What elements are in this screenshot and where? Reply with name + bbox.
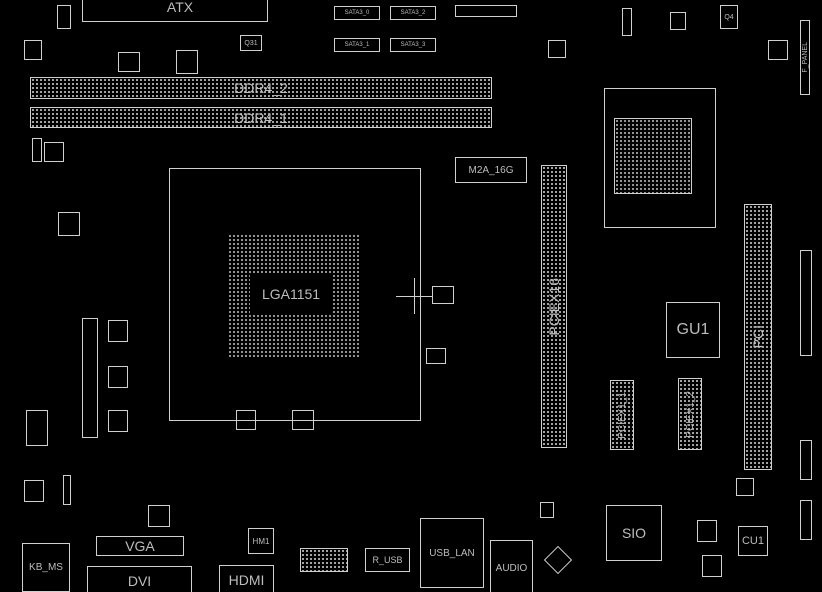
- pci-slot[interactable]: PCI: [744, 204, 772, 470]
- sata3-0-connector[interactable]: SATA3_0: [334, 6, 380, 20]
- header[interactable]: [800, 250, 812, 356]
- f-panel-label: F_PANEL: [801, 42, 809, 73]
- component[interactable]: [118, 52, 140, 72]
- pciex16-slot[interactable]: PCIEX16: [541, 165, 567, 448]
- atx-connector[interactable]: [82, 0, 268, 22]
- component[interactable]: [108, 320, 128, 342]
- pciex1-2-slot[interactable]: PCIEX1_2: [678, 378, 702, 450]
- audio-port[interactable]: AUDIO: [490, 540, 533, 592]
- sata3-2-connector[interactable]: SATA3_2: [390, 6, 436, 20]
- q31-chip[interactable]: Q31: [240, 35, 262, 51]
- component[interactable]: [58, 212, 80, 236]
- component[interactable]: [26, 410, 48, 446]
- sio-chip[interactable]: SIO: [606, 505, 662, 561]
- component[interactable]: [426, 348, 446, 364]
- usb-lan-port[interactable]: USB_LAN: [420, 518, 484, 588]
- pciex1-2-label: PCIEX1_2: [684, 390, 696, 438]
- pci-label: PCI: [750, 325, 766, 349]
- ddr4-1-slot[interactable]: DDR4_1: [30, 107, 492, 128]
- component[interactable]: [300, 548, 348, 572]
- cu1-chip[interactable]: CU1: [738, 526, 768, 556]
- component[interactable]: [108, 366, 128, 388]
- component[interactable]: [148, 505, 170, 527]
- component[interactable]: [702, 555, 722, 577]
- dvi-port[interactable]: DVI: [87, 566, 192, 592]
- component[interactable]: [82, 318, 98, 438]
- atx-label: ATX: [166, 0, 194, 15]
- kb-ms-port[interactable]: KB_MS: [22, 543, 70, 592]
- component[interactable]: [44, 142, 64, 162]
- pciex16-label: PCIEX16: [546, 277, 562, 336]
- gu1-chip[interactable]: GU1: [666, 302, 720, 358]
- vga-port[interactable]: VGA: [96, 536, 184, 556]
- component[interactable]: [455, 5, 517, 17]
- header[interactable]: [800, 500, 812, 540]
- component[interactable]: [548, 40, 566, 58]
- component[interactable]: [768, 40, 788, 60]
- component[interactable]: [108, 410, 128, 432]
- component[interactable]: [670, 12, 686, 30]
- component[interactable]: [24, 40, 42, 60]
- component[interactable]: [32, 138, 42, 162]
- sata3-3-connector[interactable]: SATA3_3: [390, 38, 436, 52]
- component[interactable]: [432, 286, 454, 304]
- chipset-outline[interactable]: [604, 88, 716, 228]
- component[interactable]: [697, 520, 717, 542]
- component[interactable]: [24, 480, 44, 502]
- component[interactable]: [57, 5, 71, 29]
- m2a-16g-slot[interactable]: M2A_16G: [455, 157, 527, 183]
- component[interactable]: [176, 50, 198, 74]
- component[interactable]: [63, 475, 71, 505]
- q4-chip[interactable]: Q4: [720, 5, 738, 29]
- component[interactable]: [543, 545, 573, 575]
- ddr4-2-slot[interactable]: DDR4_2: [30, 77, 492, 99]
- pciex1-1-label: PCIEX1_1: [616, 391, 628, 439]
- hdmi-port[interactable]: HDMI: [219, 565, 274, 592]
- cpu-socket-outline[interactable]: [169, 168, 421, 421]
- crosshair-cursor: [414, 278, 415, 314]
- f-panel-header[interactable]: F_PANEL: [800, 20, 810, 95]
- cpu-socket-label: LGA1151: [250, 275, 332, 313]
- component[interactable]: [292, 410, 314, 430]
- header[interactable]: [800, 440, 812, 480]
- component[interactable]: [736, 478, 754, 496]
- chipset-bga[interactable]: [614, 118, 692, 194]
- pciex1-1-slot[interactable]: PCIEX1_1: [610, 380, 634, 450]
- component[interactable]: [236, 410, 256, 430]
- component[interactable]: [540, 502, 554, 518]
- sata3-1-connector[interactable]: SATA3_1: [334, 38, 380, 52]
- component[interactable]: [622, 8, 632, 36]
- r-usb-port[interactable]: R_USB: [365, 548, 410, 572]
- hm1-chip[interactable]: HM1: [248, 528, 274, 554]
